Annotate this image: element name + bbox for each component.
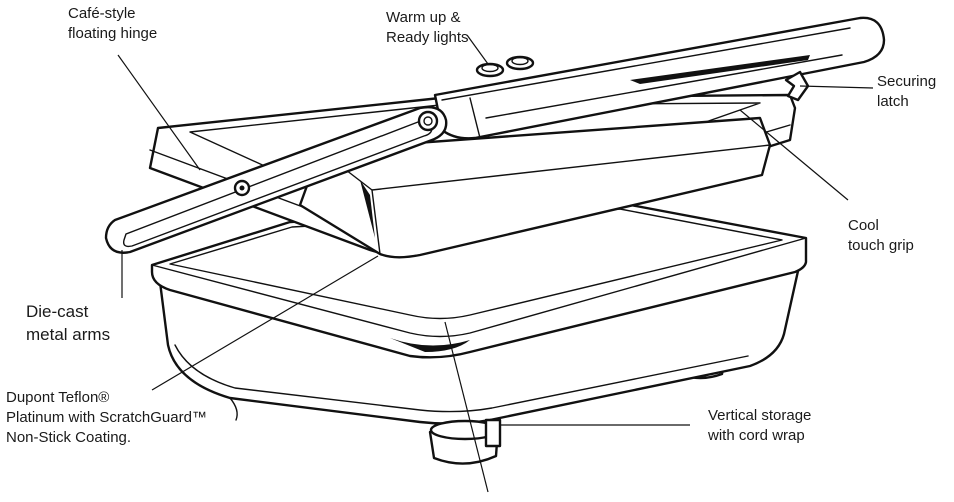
metal-arm: [104, 106, 448, 254]
securing-latch: [784, 70, 810, 102]
label-latch-line2: latch: [877, 93, 909, 110]
label-lights-line1: Warm up &: [386, 9, 461, 26]
label-latch-line1: Securing: [877, 73, 937, 90]
label-coating: Dupont Teflon® Platinum with ScratchGuar…: [6, 388, 207, 448]
label-coating-line2: Platinum with ScratchGuard™: [6, 409, 207, 426]
label-lights-line2: Ready lights: [386, 29, 469, 46]
label-arms: Die-cast metal arms: [26, 300, 110, 346]
label-storage: Vertical storage with cord wrap: [708, 406, 811, 446]
label-coating-line1: Dupont Teflon®: [6, 389, 110, 406]
label-grip-line2: touch grip: [848, 237, 914, 254]
cord-wrap: [484, 418, 502, 448]
handle: [433, 16, 886, 140]
lid: [148, 93, 797, 259]
label-storage-line2: with cord wrap: [708, 427, 805, 444]
bottom-plate: [150, 201, 808, 359]
label-arms-line1: Die-cast: [26, 302, 89, 321]
label-storage-line1: Vertical storage: [708, 407, 812, 424]
label-latch: Securing latch: [877, 72, 936, 112]
label-hinge: Café-style floating hinge: [68, 4, 157, 44]
label-grip: Cool touch grip: [848, 216, 914, 256]
front-foot: [428, 419, 501, 465]
label-hinge-line2: floating hinge: [68, 25, 158, 42]
label-lights: Warm up & Ready lights: [386, 8, 469, 48]
label-grip-line1: Cool: [848, 217, 879, 234]
leader-lines: [117, 34, 874, 493]
label-hinge-line1: Café-style: [68, 5, 136, 22]
label-arms-line2: metal arms: [26, 325, 111, 344]
indicator-lights: [475, 55, 535, 78]
label-coating-line3: Non-Stick Coating.: [6, 429, 132, 446]
